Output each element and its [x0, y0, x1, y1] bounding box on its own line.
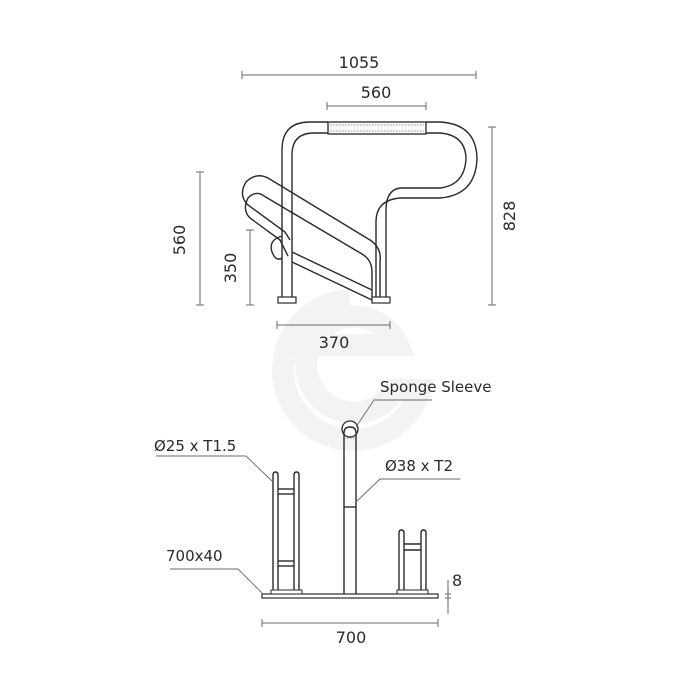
center-post-front [341, 420, 359, 594]
left-frame-front [270, 471, 303, 595]
callout-text: Ø38 x T2 [385, 457, 453, 475]
callout-text: Sponge Sleeve [380, 378, 492, 396]
dimension-label: 8 [452, 571, 462, 590]
label-base-plate: 700x40 [166, 547, 263, 594]
right-frame-front [396, 529, 429, 595]
callout-text: 700x40 [166, 547, 223, 565]
label-sponge-sleeve: Sponge Sleeve [355, 378, 492, 428]
dimension-label: 560 [170, 225, 189, 256]
watermark-logo [271, 289, 435, 451]
top-view: 1055 560 [170, 53, 519, 352]
foot-right [371, 296, 391, 304]
dimension-side-height: 560 [170, 171, 204, 306]
front-view: Sponge Sleeve Ø25 x T1.5 Ø38 x T2 700x40… [154, 378, 492, 647]
base-plate [261, 593, 439, 599]
dimension-plate-width: 700 [261, 619, 439, 647]
dimension-label: 350 [221, 253, 240, 284]
sponge-sleeve [327, 121, 427, 135]
dimension-overall-height: 828 [488, 126, 519, 306]
callout-text: Ø25 x T1.5 [154, 437, 236, 455]
diagonal-rail [241, 175, 381, 301]
dimension-label: 828 [500, 201, 519, 232]
dimension-label: 700 [336, 628, 367, 647]
dimension-label: 560 [361, 83, 392, 102]
label-large-tube: Ø38 x T2 [354, 457, 460, 504]
foot-left [277, 296, 297, 304]
sponge-sleeve-end [341, 420, 359, 438]
label-small-tube: Ø25 x T1.5 [154, 437, 273, 482]
dimension-label: 1055 [339, 53, 380, 72]
dimension-label: 370 [319, 333, 350, 352]
dimension-plate-thickness: 8 [445, 571, 462, 614]
dimension-sleeve-length: 560 [326, 83, 427, 110]
dimension-overall-width: 1055 [241, 53, 477, 79]
dimension-foot-spacing: 370 [276, 321, 391, 352]
dimension-low-rail-height: 350 [221, 229, 254, 306]
main-frame [281, 121, 478, 298]
